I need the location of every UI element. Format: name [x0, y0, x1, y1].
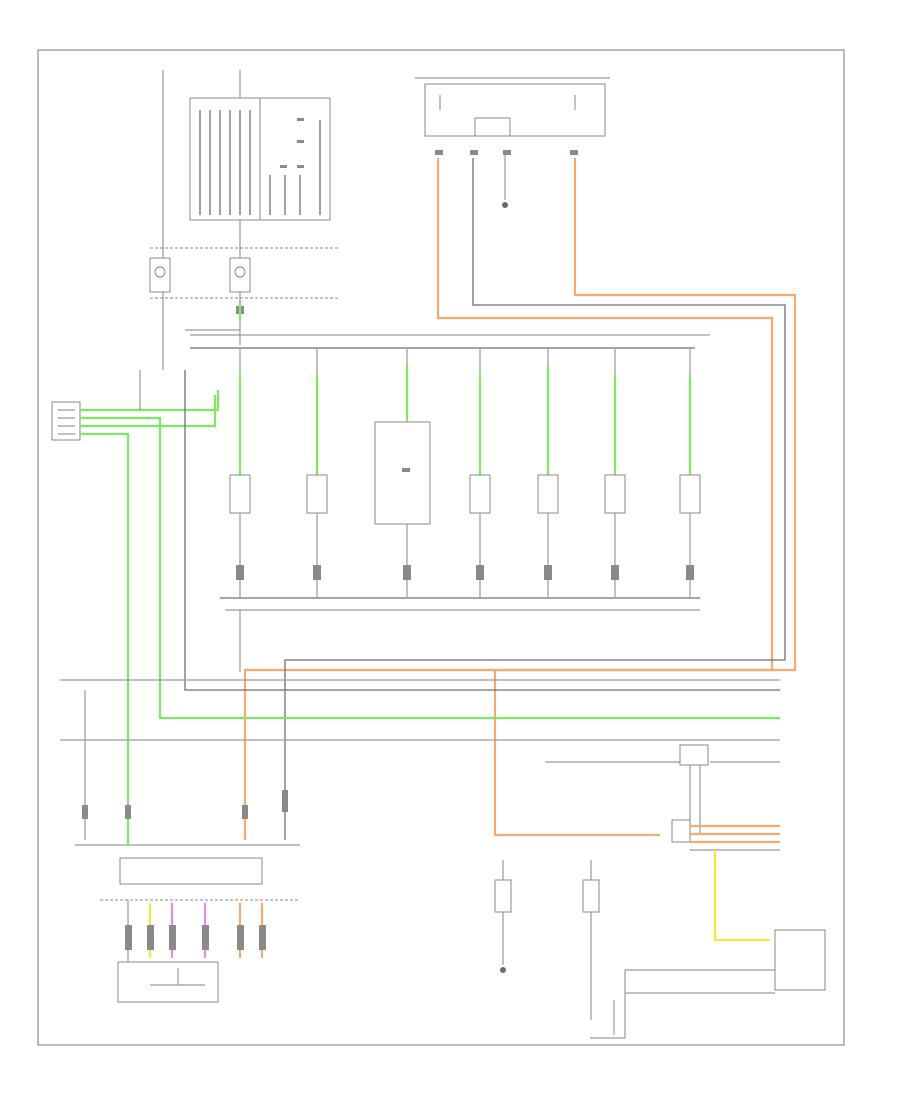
green-wire-left-1 — [80, 390, 220, 412]
diagram-frame — [37, 49, 845, 1046]
switch-lower-connectors — [236, 565, 694, 580]
gray-wire-top-mid — [284, 158, 786, 840]
bottom-right-module — [590, 819, 826, 1039]
green-wire-left-2 — [80, 416, 780, 720]
bottom-sensors — [494, 860, 615, 1035]
orange-wire-top-left — [243, 158, 774, 840]
switch-branches — [238, 348, 692, 598]
green-wire-left-4 — [80, 432, 130, 845]
right-harness — [60, 679, 780, 840]
power-supply-block — [75, 844, 300, 1003]
orange-wire-top-right — [493, 158, 797, 837]
left-connector — [51, 401, 81, 441]
top-control-module — [415, 77, 610, 208]
fuse-block — [149, 70, 340, 370]
green-wire-left-3 — [80, 395, 217, 428]
switch-components — [229, 421, 701, 525]
